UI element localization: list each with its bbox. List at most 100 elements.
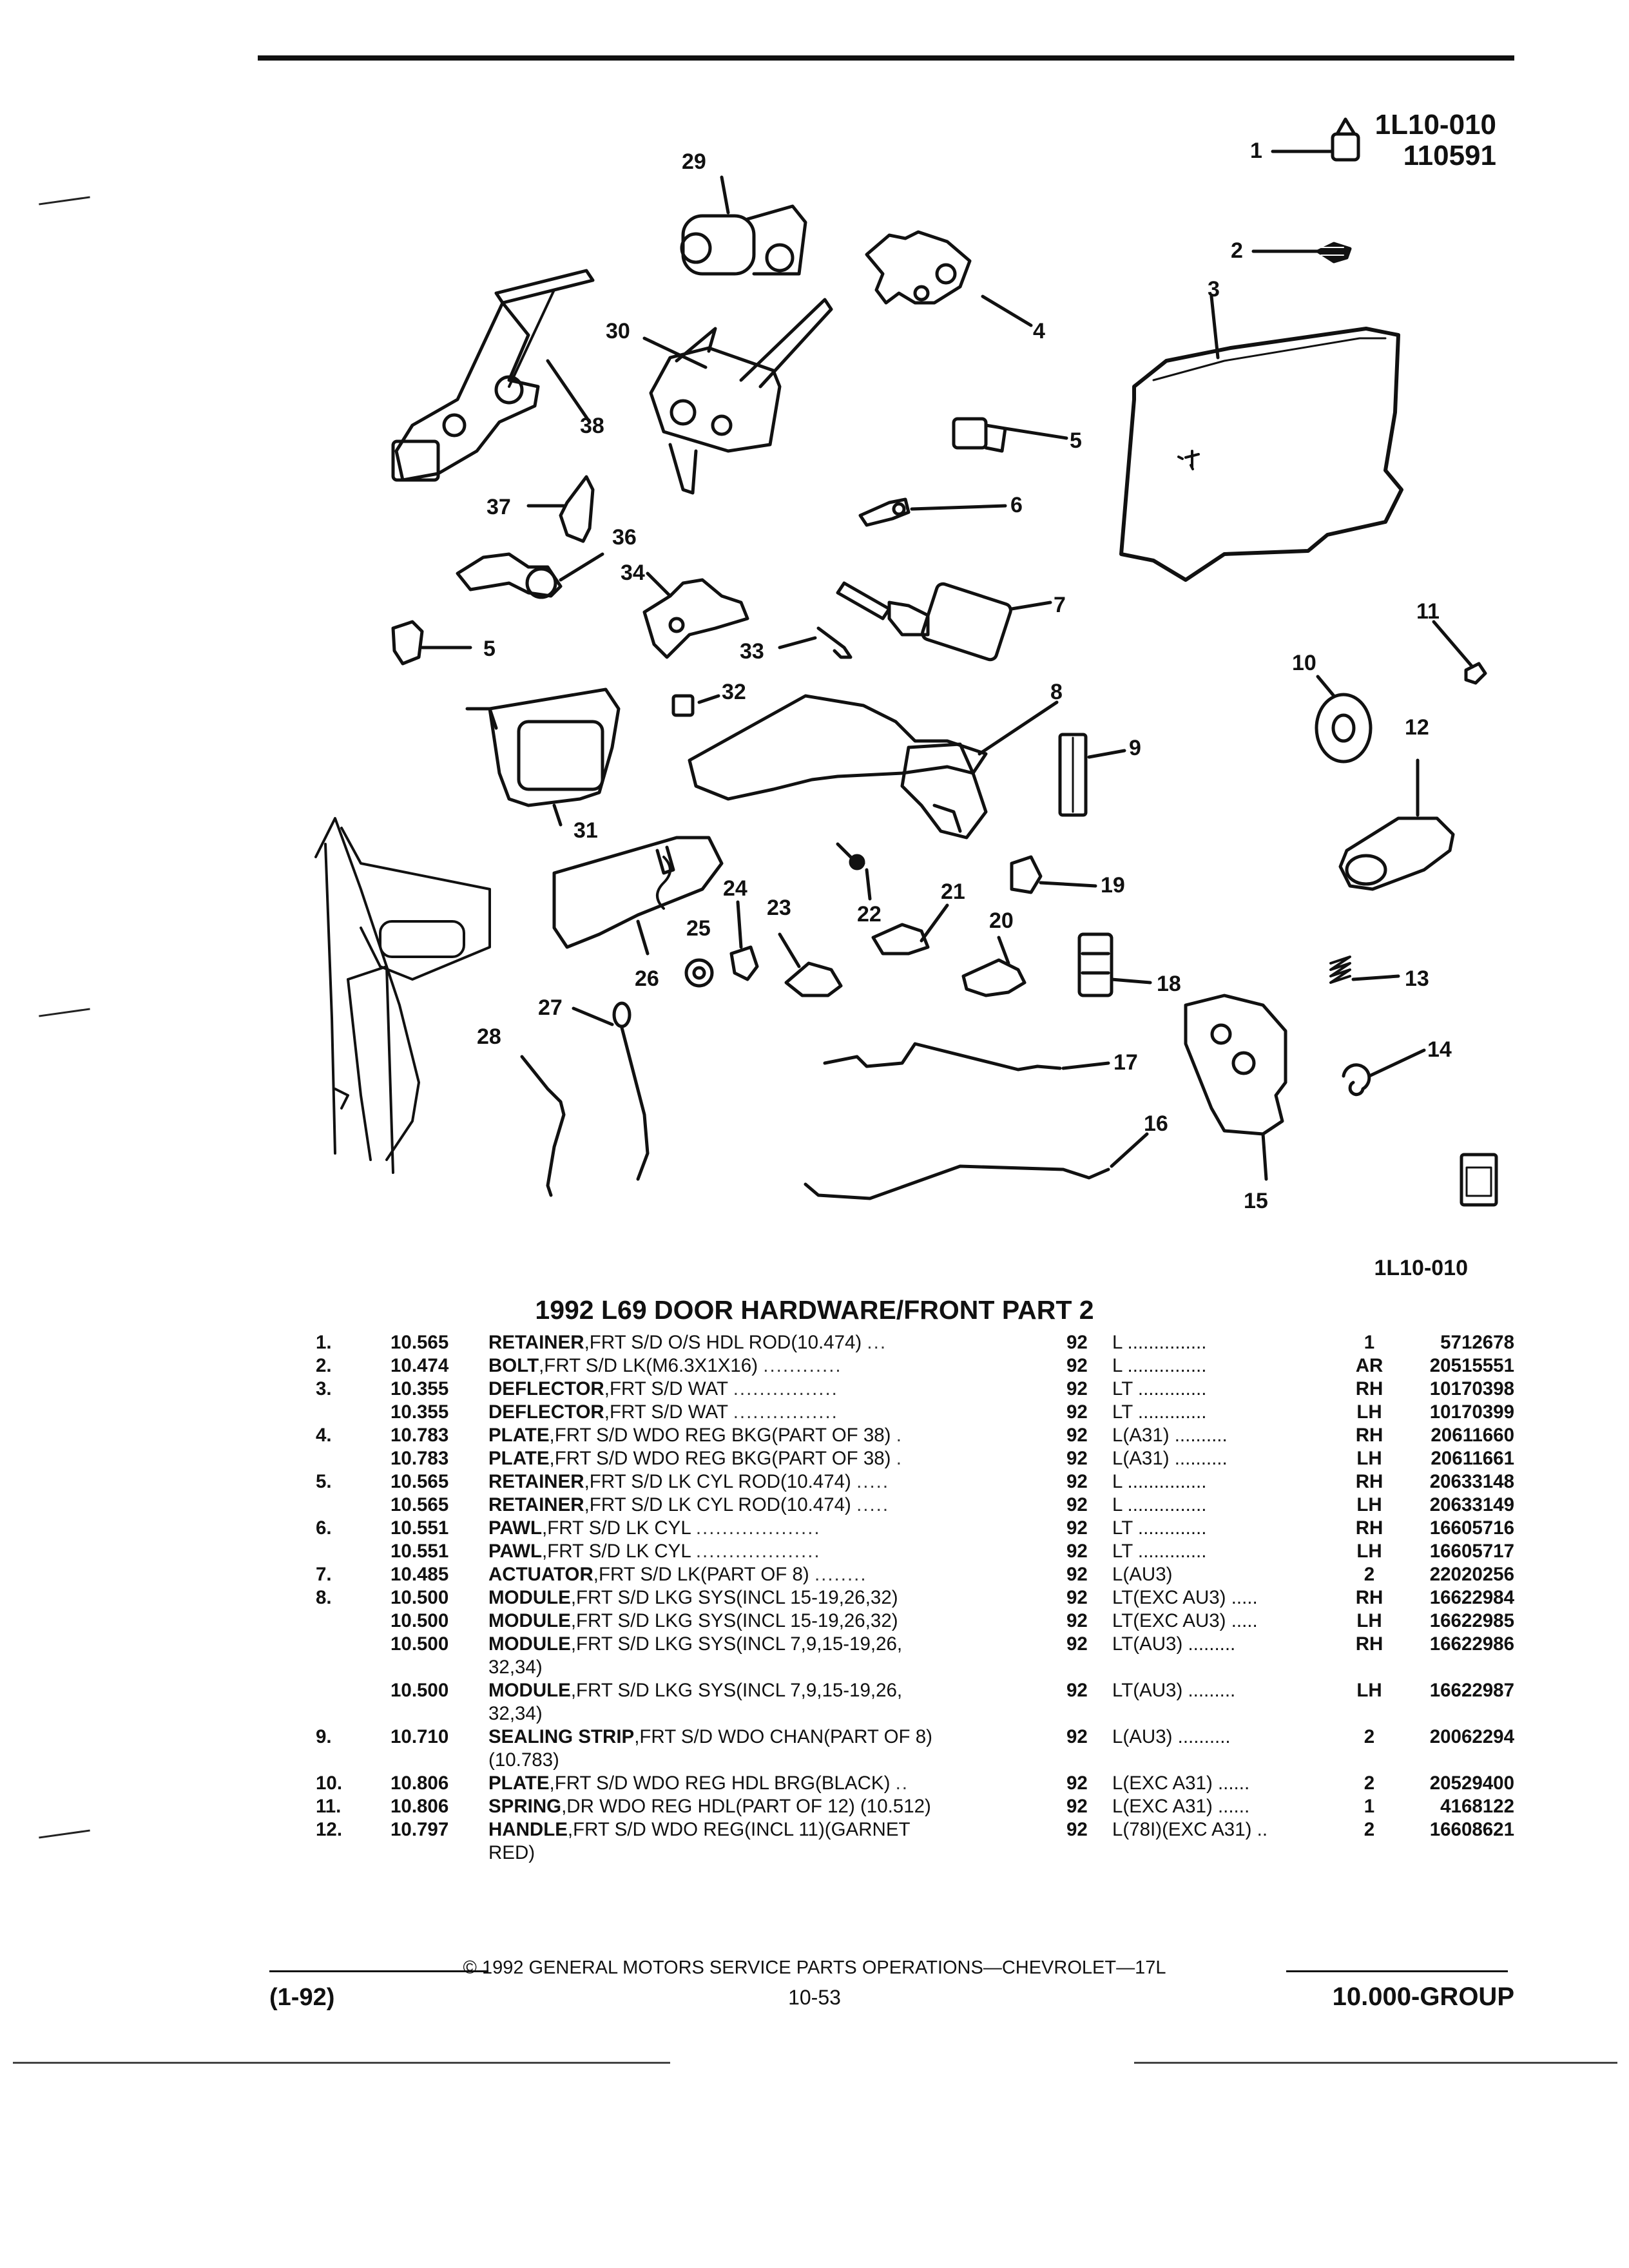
callout-9: 9 xyxy=(1129,736,1141,760)
part-30-regulator xyxy=(642,298,833,495)
part-name: DEFLECTOR xyxy=(488,1378,604,1399)
leader-dots: ............ xyxy=(763,1355,842,1376)
quantity: 2 xyxy=(1364,1819,1375,1840)
quantity: RH xyxy=(1355,1517,1383,1539)
part-description: MODULE,FRT S/D LKG SYS(INCL 15-19,26,32) xyxy=(488,1610,1229,1633)
leader-dots: ... xyxy=(867,1332,887,1353)
quantity: RH xyxy=(1355,1587,1383,1608)
group-number: 10.355 xyxy=(390,1401,449,1423)
door-inner-panel xyxy=(314,817,491,1174)
part-name: RETAINER xyxy=(488,1494,584,1515)
part-number: 16605717 xyxy=(1429,1541,1514,1562)
part-32 xyxy=(671,694,720,717)
part-24 xyxy=(729,900,759,981)
bottom-rule-left xyxy=(13,2062,670,2064)
usage-code: L(EXC A31) ...... xyxy=(1112,1773,1250,1794)
part-20 xyxy=(961,936,1027,997)
part-4-plate xyxy=(865,230,1033,327)
part-25 xyxy=(684,958,714,988)
callout-35: 5 xyxy=(483,637,496,661)
part-2-bolt xyxy=(1251,242,1352,264)
part-detail: ,FRT S/D LKG SYS(INCL 7,9,15-19,26, 32,3… xyxy=(488,1633,903,1678)
quantity: RH xyxy=(1355,1633,1383,1655)
part-detail: ,FRT S/D LK(M6.3X1X16) xyxy=(539,1355,758,1376)
part-number: 16605716 xyxy=(1429,1517,1514,1539)
quantity: 1 xyxy=(1364,1796,1375,1817)
part-5-retainer xyxy=(952,417,1068,453)
callout-31: 31 xyxy=(574,818,598,843)
part-name: DEFLECTOR xyxy=(488,1401,604,1423)
part-detail: ,FRT S/D LK(PART OF 8) xyxy=(593,1564,809,1585)
part-9-sealing-strip xyxy=(1058,733,1126,817)
leader-dots: ........ xyxy=(814,1564,867,1585)
part-1-retainer xyxy=(1271,117,1360,162)
part-description: HANDLE,FRT S/D WDO REG(INCL 11)(GARNET R… xyxy=(488,1818,1229,1865)
group-number: 10.551 xyxy=(390,1517,449,1539)
callout-26: 26 xyxy=(635,966,659,991)
callout-19: 19 xyxy=(1101,873,1125,898)
group-number: 10.500 xyxy=(390,1680,449,1701)
part-16-rod xyxy=(804,1132,1149,1200)
part-12-handle xyxy=(1338,758,1455,891)
section-title: 1992 L69 DOOR HARDWARE/FRONT PART 2 xyxy=(535,1295,1094,1325)
quantity: LH xyxy=(1356,1401,1382,1423)
model-year: 92 xyxy=(1066,1680,1088,1701)
model-year: 92 xyxy=(1066,1517,1088,1539)
item-number: 12. xyxy=(316,1819,343,1840)
part-detail: ,FRT S/D WAT xyxy=(604,1378,728,1399)
figure-header-code: 1L10-010 110591 xyxy=(1375,110,1496,171)
part-13-spring xyxy=(1329,956,1400,984)
callout-14: 14 xyxy=(1427,1037,1452,1062)
callout-2: 2 xyxy=(1231,238,1243,263)
callout-33: 33 xyxy=(740,639,764,664)
part-description: SEALING STRIP,FRT S/D WDO CHAN(PART OF 8… xyxy=(488,1725,1229,1772)
figure-code: 1L10-010 xyxy=(1374,109,1496,140)
part-number: 20633149 xyxy=(1429,1494,1514,1515)
item-number: 7. xyxy=(316,1564,332,1585)
quantity: LH xyxy=(1356,1610,1382,1631)
part-detail: ,FRT S/D WDO REG BKG(PART OF 38) xyxy=(549,1448,891,1469)
footer-group: 10.000-GROUP xyxy=(1332,1983,1514,2011)
model-year: 92 xyxy=(1066,1796,1088,1817)
callout-1: 1 xyxy=(1250,139,1262,163)
quantity: RH xyxy=(1355,1378,1383,1399)
part-10-plate xyxy=(1315,675,1373,764)
model-year: 92 xyxy=(1066,1587,1088,1608)
part-description: RETAINER,FRT S/D LK CYL ROD(10.474) ....… xyxy=(488,1494,1229,1517)
quantity: 2 xyxy=(1364,1726,1375,1747)
part-14 xyxy=(1342,1048,1426,1097)
margin-mark xyxy=(39,1829,90,1839)
part-11-spring xyxy=(1432,620,1487,685)
model-year: 92 xyxy=(1066,1726,1088,1747)
part-description: ACTUATOR,FRT S/D LK(PART OF 8) ........ xyxy=(488,1563,1229,1586)
group-number: 10.485 xyxy=(390,1564,449,1585)
part-name: RETAINER xyxy=(488,1332,584,1353)
part-name: SPRING xyxy=(488,1796,562,1817)
part-detail: ,FRT S/D WDO REG HDL BRG(BLACK) xyxy=(549,1773,891,1794)
usage-code: L ............... xyxy=(1112,1494,1207,1515)
leader-dots: ................ xyxy=(733,1401,838,1423)
part-description: PLATE,FRT S/D WDO REG BKG(PART OF 38) . xyxy=(488,1447,1229,1470)
part-description: PAWL,FRT S/D LK CYL ................... xyxy=(488,1517,1229,1540)
part-name: PLATE xyxy=(488,1773,550,1794)
callout-25: 25 xyxy=(686,916,711,941)
group-number: 10.797 xyxy=(390,1819,449,1840)
callout-12: 12 xyxy=(1405,715,1429,740)
part-detail: ,FRT S/D LKG SYS(INCL 7,9,15-19,26, 32,3… xyxy=(488,1680,903,1724)
part-name: MODULE xyxy=(488,1587,571,1608)
part-description: PLATE,FRT S/D WDO REG HDL BRG(BLACK) .. xyxy=(488,1772,1229,1795)
usage-code: L(AU3) .......... xyxy=(1112,1726,1231,1747)
group-number: 10.565 xyxy=(390,1471,449,1492)
callout-16: 16 xyxy=(1144,1111,1168,1136)
part-number: 16608621 xyxy=(1429,1819,1514,1840)
usage-code: LT ............. xyxy=(1112,1401,1207,1423)
part-33-screw xyxy=(778,626,853,659)
model-year: 92 xyxy=(1066,1633,1088,1655)
part-description: MODULE,FRT S/D LKG SYS(INCL 7,9,15-19,26… xyxy=(488,1633,1229,1679)
